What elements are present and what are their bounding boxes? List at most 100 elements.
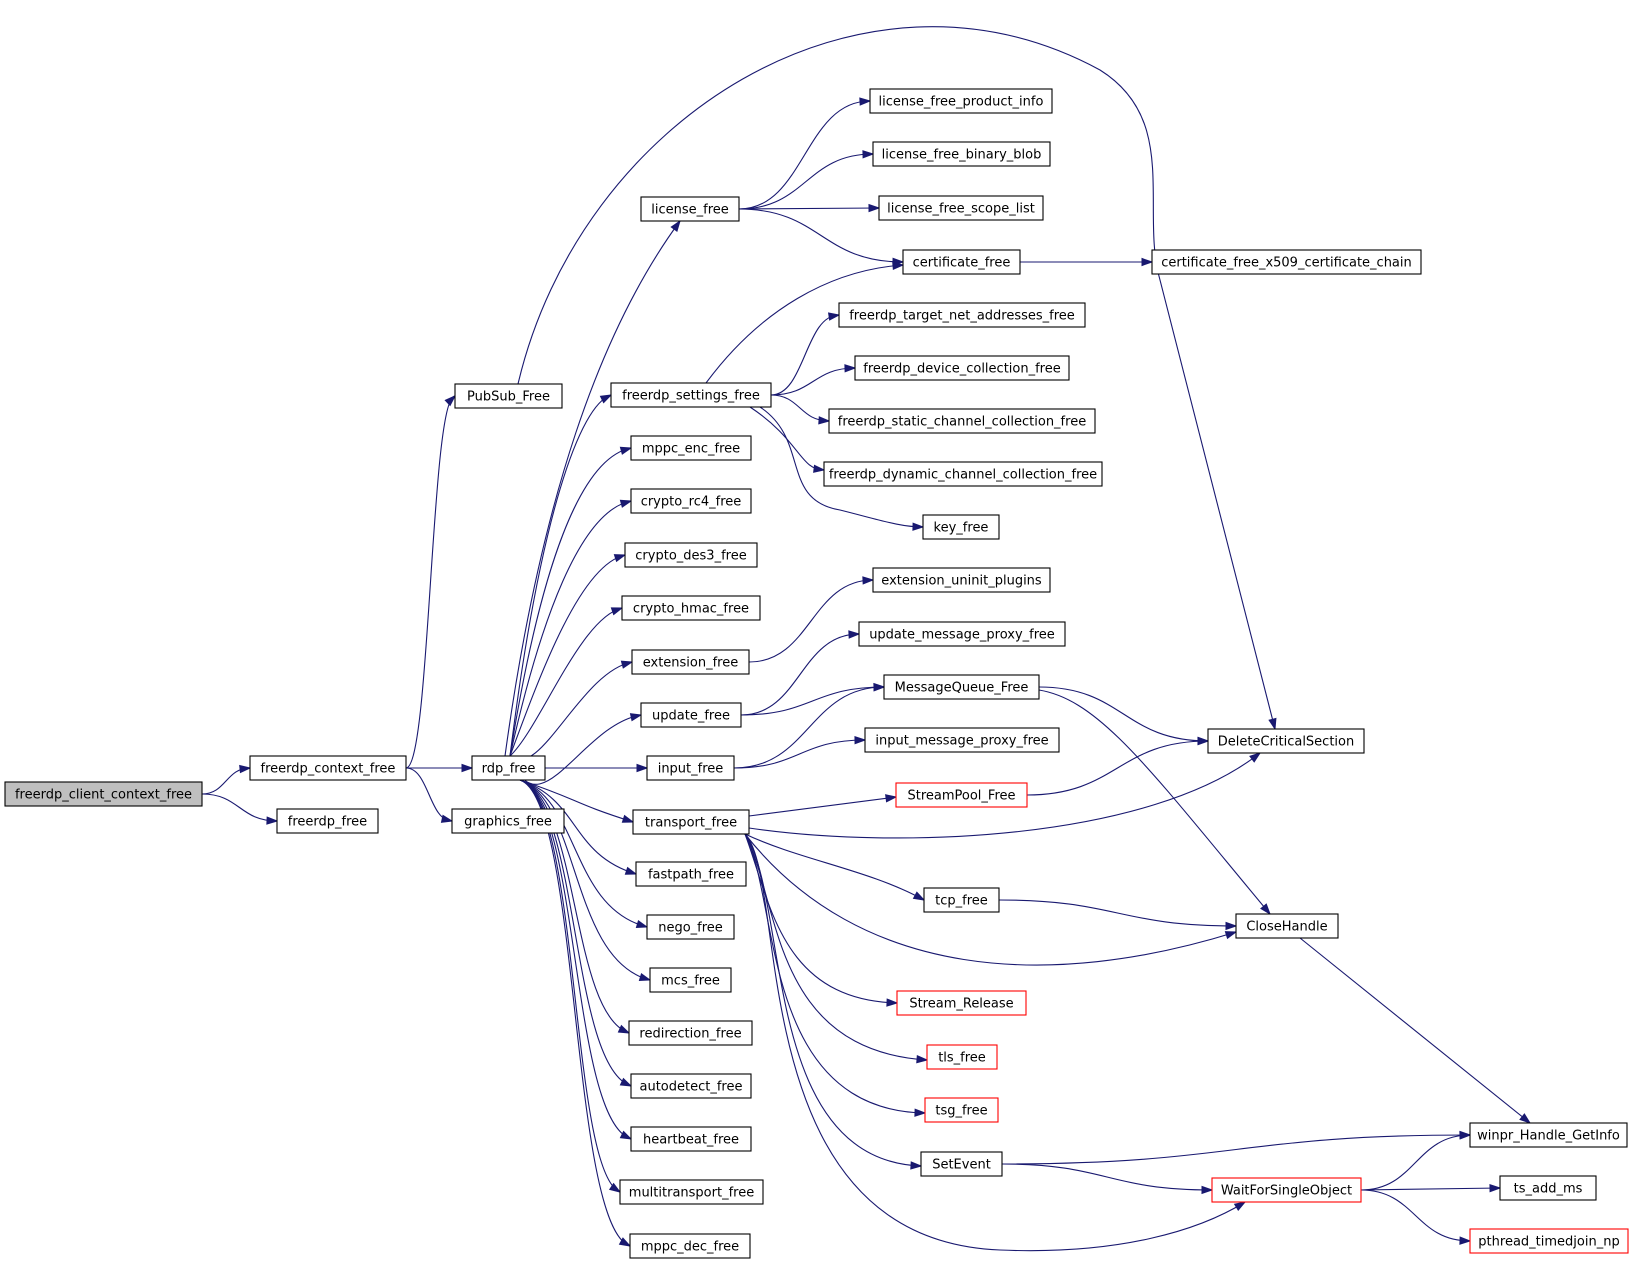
node-freerdp-dynamic-channel-collection-free[interactable]: freerdp_dynamic_channel_collection_free (823, 461, 1103, 487)
node-box[interactable] (1235, 913, 1339, 939)
node-setevent[interactable]: SetEvent (920, 1151, 1003, 1177)
node-box[interactable] (624, 542, 758, 568)
node-update-message-proxy-free[interactable]: update_message_proxy_free (858, 621, 1066, 647)
node-messagequeue-free[interactable]: MessageQueue_Free (883, 674, 1040, 700)
node-closehandle[interactable]: CloseHandle (1235, 913, 1339, 939)
node-box[interactable] (1151, 249, 1422, 275)
node-box[interactable] (451, 808, 565, 834)
node-box[interactable] (864, 727, 1060, 753)
node-box[interactable] (902, 249, 1021, 275)
node-box[interactable] (471, 755, 546, 781)
node-graphics-free[interactable]: graphics_free (451, 808, 565, 834)
node-box[interactable] (895, 782, 1028, 808)
node-box[interactable] (926, 1044, 998, 1070)
node-box[interactable] (630, 435, 752, 461)
node-box[interactable] (858, 621, 1066, 647)
node-box[interactable] (276, 808, 379, 834)
node-box[interactable] (629, 1233, 751, 1259)
node-stream-release[interactable]: Stream_Release (896, 990, 1027, 1016)
node-box[interactable] (619, 1179, 764, 1205)
node-certificate-free[interactable]: certificate_free (902, 249, 1021, 275)
node-heartbeat-free[interactable]: heartbeat_free (630, 1126, 752, 1152)
node-box[interactable] (640, 196, 740, 222)
node-license-free[interactable]: license_free (640, 196, 740, 222)
node-box[interactable] (869, 88, 1053, 114)
node-box[interactable] (1499, 1175, 1597, 1201)
node-box[interactable] (628, 1020, 753, 1046)
node-tls-free[interactable]: tls_free (926, 1044, 998, 1070)
node-tcp-free[interactable]: tcp_free (923, 887, 1000, 913)
node-box[interactable] (883, 674, 1040, 700)
node-ts-add-ms[interactable]: ts_add_ms (1499, 1175, 1597, 1201)
node-license-free-scope-list[interactable]: license_free_scope_list (878, 195, 1044, 221)
node-license-free-binary-blob[interactable]: license_free_binary_blob (872, 141, 1051, 167)
node-winpr-handle-getinfo[interactable]: winpr_Handle_GetInfo (1469, 1122, 1628, 1148)
node-box[interactable] (823, 461, 1103, 487)
node-license-free-product-info[interactable]: license_free_product_info (869, 88, 1053, 114)
node-fastpath-free[interactable]: fastpath_free (635, 861, 747, 887)
node-freerdp-context-free[interactable]: freerdp_context_free (249, 755, 407, 781)
node-box[interactable] (649, 967, 732, 993)
node-box[interactable] (249, 755, 407, 781)
node-freerdp-target-net-addresses-free[interactable]: freerdp_target_net_addresses_free (838, 302, 1086, 328)
node-freerdp-client-context-free[interactable]: freerdp_client_context_free (4, 781, 203, 807)
node-box[interactable] (924, 1097, 999, 1123)
node-nego-free[interactable]: nego_free (646, 914, 735, 940)
node-box[interactable] (630, 1126, 752, 1152)
node-box[interactable] (872, 567, 1051, 593)
node-pubsub-free[interactable]: PubSub_Free (454, 383, 563, 409)
node-mcs-free[interactable]: mcs_free (649, 967, 732, 993)
node-box[interactable] (838, 302, 1086, 328)
node-crypto-des3-free[interactable]: crypto_des3_free (624, 542, 758, 568)
node-box[interactable] (896, 990, 1027, 1016)
node-box[interactable] (1469, 1228, 1629, 1254)
node-freerdp-static-channel-collection-free[interactable]: freerdp_static_channel_collection_free (828, 408, 1096, 434)
node-certificate-free-x509-certificate-chain[interactable]: certificate_free_x509_certificate_chain (1151, 249, 1422, 275)
node-box[interactable] (631, 649, 750, 675)
node-box[interactable] (878, 195, 1044, 221)
node-freerdp-settings-free[interactable]: freerdp_settings_free (610, 382, 772, 408)
node-freerdp-device-collection-free[interactable]: freerdp_device_collection_free (854, 355, 1070, 381)
node-key-free[interactable]: key_free (922, 514, 1000, 540)
node-rdp-free[interactable]: rdp_free (471, 755, 546, 781)
node-box[interactable] (828, 408, 1096, 434)
node-box[interactable] (630, 488, 752, 514)
node-box[interactable] (646, 914, 735, 940)
node-autodetect-free[interactable]: autodetect_free (630, 1073, 752, 1099)
node-deletecriticalsection[interactable]: DeleteCriticalSection (1207, 728, 1365, 754)
node-box[interactable] (1469, 1122, 1628, 1148)
node-box[interactable] (454, 383, 563, 409)
node-box[interactable] (854, 355, 1070, 381)
node-box[interactable] (632, 809, 750, 835)
node-box[interactable] (640, 702, 742, 728)
node-transport-free[interactable]: transport_free (632, 809, 750, 835)
node-mppc-dec-free[interactable]: mppc_dec_free (629, 1233, 751, 1259)
node-pthread-timedjoin-np[interactable]: pthread_timedjoin_np (1469, 1228, 1629, 1254)
node-tsg-free[interactable]: tsg_free (924, 1097, 999, 1123)
node-mppc-enc-free[interactable]: mppc_enc_free (630, 435, 752, 461)
node-box[interactable] (1207, 728, 1365, 754)
node-freerdp-free[interactable]: freerdp_free (276, 808, 379, 834)
node-redirection-free[interactable]: redirection_free (628, 1020, 753, 1046)
node-box[interactable] (630, 1073, 752, 1099)
node-box[interactable] (635, 861, 747, 887)
node-waitforsingleobject[interactable]: WaitForSingleObject (1211, 1177, 1362, 1203)
node-box[interactable] (923, 887, 1000, 913)
node-crypto-rc4-free[interactable]: crypto_rc4_free (630, 488, 752, 514)
node-input-message-proxy-free[interactable]: input_message_proxy_free (864, 727, 1060, 753)
node-box[interactable] (922, 514, 1000, 540)
node-extension-free[interactable]: extension_free (631, 649, 750, 675)
node-input-free[interactable]: input_free (646, 755, 735, 781)
node-box[interactable] (872, 141, 1051, 167)
node-box[interactable] (610, 382, 772, 408)
node-box[interactable] (4, 781, 203, 807)
node-crypto-hmac-free[interactable]: crypto_hmac_free (621, 595, 761, 621)
node-box[interactable] (646, 755, 735, 781)
node-streampool-free[interactable]: StreamPool_Free (895, 782, 1028, 808)
node-extension-uninit-plugins[interactable]: extension_uninit_plugins (872, 567, 1051, 593)
node-multitransport-free[interactable]: multitransport_free (619, 1179, 764, 1205)
node-box[interactable] (1211, 1177, 1362, 1203)
node-update-free[interactable]: update_free (640, 702, 742, 728)
node-box[interactable] (920, 1151, 1003, 1177)
node-box[interactable] (621, 595, 761, 621)
